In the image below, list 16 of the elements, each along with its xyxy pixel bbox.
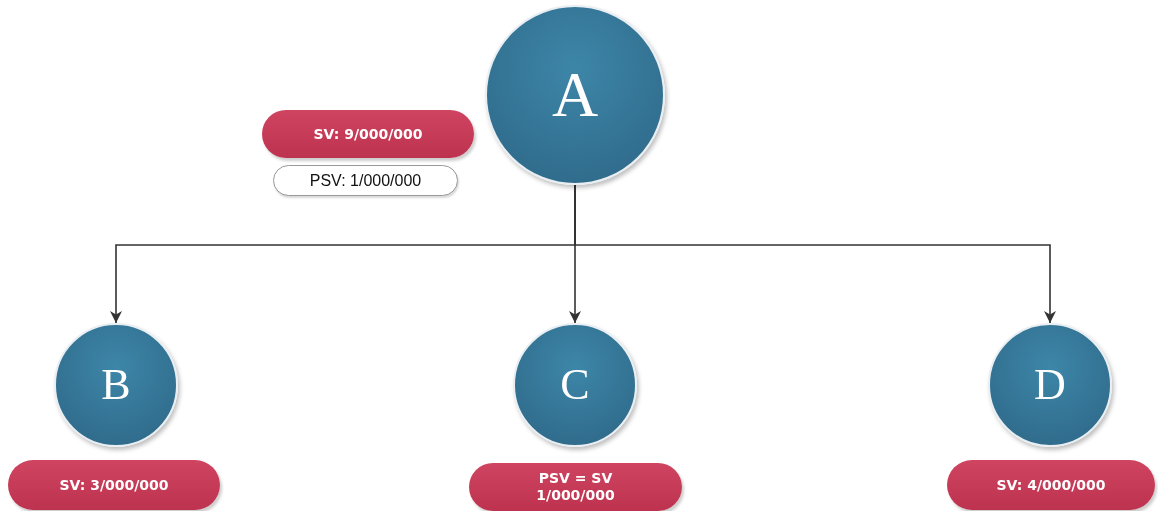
value-text: SV: 9/000/000 bbox=[313, 125, 423, 143]
value-text: PSV = SV bbox=[538, 470, 613, 487]
value-text: SV: 4/000/000 bbox=[996, 476, 1106, 494]
value-badge bbox=[8, 460, 220, 510]
arrow bbox=[574, 184, 1056, 324]
value-badge bbox=[262, 110, 474, 158]
node-letter: C bbox=[560, 363, 590, 407]
node-letter: A bbox=[551, 63, 599, 127]
value-badge bbox=[469, 463, 682, 511]
value-badge bbox=[947, 460, 1155, 510]
value-badge bbox=[273, 165, 458, 196]
node-letter: B bbox=[101, 363, 131, 407]
node-letter: D bbox=[1034, 363, 1066, 407]
value-text: 1/000/000 bbox=[536, 487, 615, 504]
value-text: SV: 3/000/000 bbox=[59, 476, 169, 494]
value-text: PSV: 1/000/000 bbox=[309, 172, 422, 189]
